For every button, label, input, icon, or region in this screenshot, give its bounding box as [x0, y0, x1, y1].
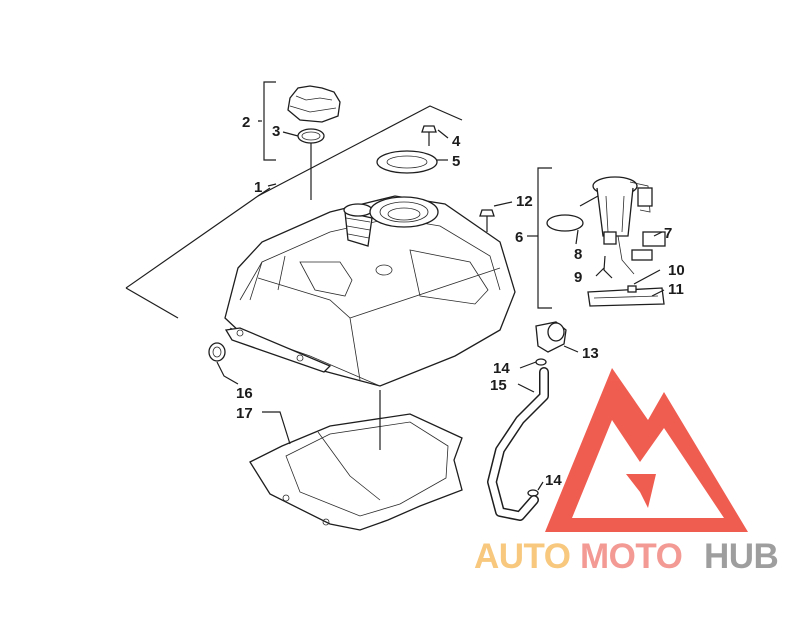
- callout-labels: 1 2 3 4 5 6 7 8 9 10 11 12 13 14 14 15 1…: [236, 114, 685, 489]
- grommet: [208, 342, 226, 362]
- watermark-text: AUTO MOTO HUB: [474, 537, 779, 576]
- watermark-auto: AUTO: [474, 537, 571, 576]
- hose-clamp-lower: [527, 489, 539, 497]
- tank-heat-shield: [249, 413, 463, 531]
- callout-4: 4: [452, 133, 461, 150]
- callout-12: 12: [516, 193, 533, 210]
- callout-2: 2: [242, 114, 250, 131]
- pump-clip: [627, 285, 637, 293]
- callout-10: 10: [668, 262, 685, 279]
- callout-13: 13: [582, 345, 599, 362]
- callout-17: 17: [236, 405, 253, 422]
- callout-1: 1: [254, 179, 262, 196]
- callout-3: 3: [272, 123, 280, 140]
- callout-11: 11: [668, 281, 684, 298]
- fuel-pump: [592, 176, 653, 275]
- filler-cap: [287, 85, 341, 123]
- callout-7: 7: [664, 225, 672, 242]
- pump-filter: [587, 287, 665, 307]
- pump-assembly-bracket: [537, 167, 552, 309]
- elbow-fitting: [535, 321, 567, 353]
- callout-16: 16: [236, 385, 253, 402]
- pump-connector: [631, 231, 666, 261]
- callout-15: 15: [490, 377, 507, 394]
- watermark-logo-mark: [545, 368, 748, 532]
- tank-assembly-bracket: [125, 105, 463, 319]
- hose-clamp-upper: [535, 358, 547, 366]
- screw-part-12: [479, 209, 495, 232]
- watermark-moto: MOTO: [580, 537, 682, 576]
- screw-part-4: [421, 125, 437, 146]
- callout-6: 6: [515, 229, 523, 246]
- callout-14-lower: 14: [545, 472, 562, 489]
- watermark-hub: HUB: [704, 537, 778, 576]
- fuel-hose: [487, 367, 549, 521]
- fuel-tank: [224, 195, 516, 387]
- callout-5: 5: [452, 153, 460, 170]
- callout-8: 8: [574, 246, 582, 263]
- retaining-ring: [376, 150, 438, 174]
- callout-14-upper: 14: [493, 360, 510, 377]
- pump-hose: [603, 255, 613, 279]
- callout-9: 9: [574, 269, 582, 286]
- cap-assembly-bracket: [258, 81, 276, 161]
- pump-o-ring: [546, 214, 584, 232]
